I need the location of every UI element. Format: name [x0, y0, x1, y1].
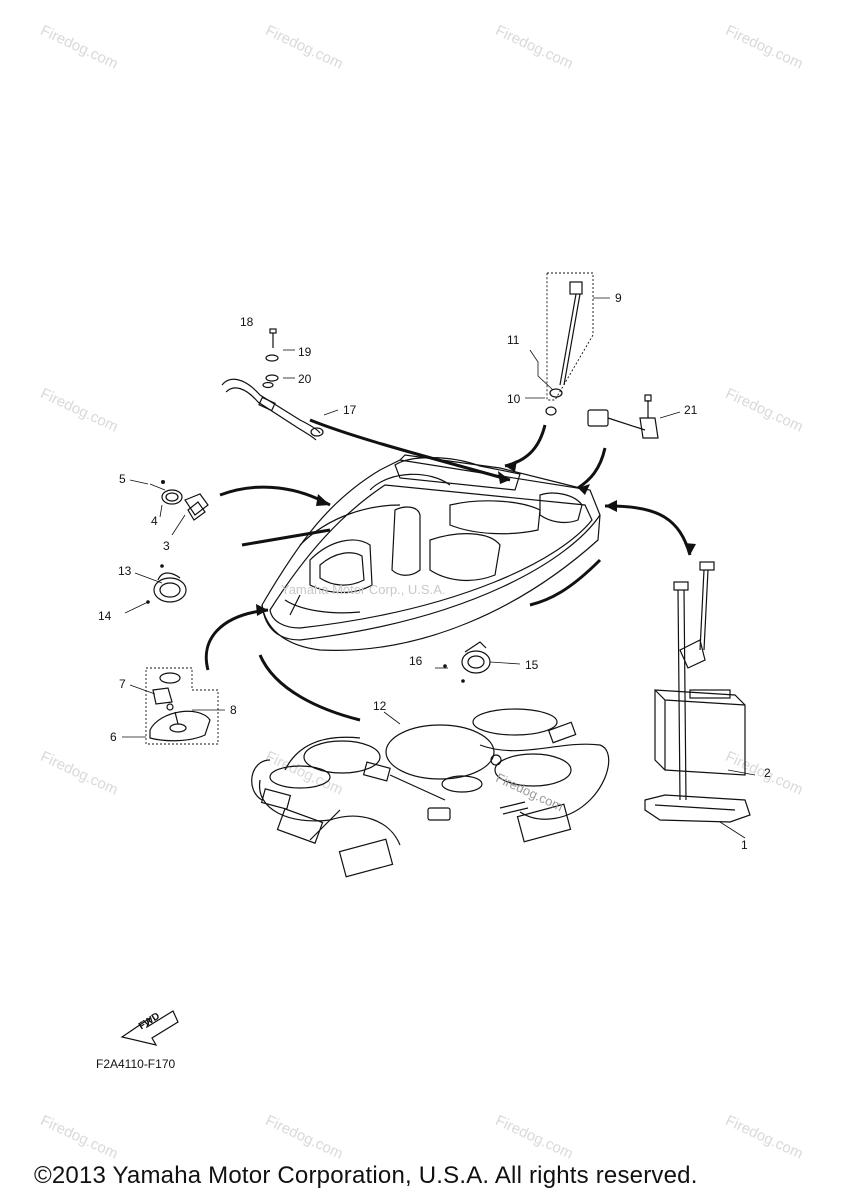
callout-20: 20	[298, 372, 312, 386]
callout-7: 7	[119, 677, 126, 691]
arrowhead	[505, 460, 517, 472]
part-meter-assembly	[145, 667, 219, 745]
part-cover-center	[443, 641, 521, 683]
callout-3: 3	[163, 539, 170, 553]
callout-17: 17	[343, 403, 357, 417]
callout-15: 15	[525, 658, 539, 672]
diagram-code: F2A4110-F170	[96, 1057, 176, 1071]
arrowhead	[605, 500, 617, 512]
callout-11: 11	[507, 333, 520, 347]
callout-6: 6	[110, 730, 117, 744]
leader-arrow	[504, 424, 547, 468]
leader-arrow	[577, 447, 607, 490]
part-handrail	[221, 378, 324, 441]
callout-21: 21	[684, 403, 698, 417]
arrowhead	[316, 494, 330, 506]
callout-4: 4	[151, 514, 158, 528]
leader-arrow	[204, 608, 269, 671]
arrowhead	[498, 471, 510, 484]
leader-arrow	[529, 558, 602, 607]
boat-hull	[261, 454, 601, 651]
forward-arrow	[120, 1010, 179, 1046]
callout-9: 9	[615, 291, 622, 305]
callout-1: 1	[741, 838, 748, 852]
part-bolt-washers	[262, 328, 279, 389]
callout-18: 18	[240, 315, 254, 329]
part-wire-harness	[251, 708, 610, 878]
callout-19: 19	[298, 345, 312, 359]
leader-arrow	[219, 485, 331, 507]
callout-13: 13	[118, 564, 132, 578]
part-switch-assembly	[149, 480, 209, 521]
callout-5: 5	[119, 472, 126, 486]
callout-12: 12	[373, 699, 387, 713]
part-antenna	[529, 272, 594, 416]
callout-8: 8	[230, 703, 237, 717]
part-battery	[644, 561, 756, 839]
callout-14: 14	[98, 609, 112, 623]
arrowhead	[256, 604, 268, 616]
part-sensor	[587, 394, 659, 439]
callout-10: 10	[507, 392, 521, 406]
callout-16: 16	[409, 654, 423, 668]
callout-2: 2	[764, 766, 771, 780]
center-watermark: Yamaha Motor Corp., U.S.A.	[281, 582, 446, 597]
leader-arrow	[258, 654, 361, 722]
arrowhead	[578, 484, 590, 495]
leader-arrow	[309, 418, 511, 482]
leader-arrow	[241, 528, 331, 547]
arrowhead	[684, 543, 696, 555]
copyright-notice: ©2013 Yamaha Motor Corporation, U.S.A. A…	[34, 1162, 698, 1189]
part-cover-left	[124, 564, 187, 614]
leader-arrow	[604, 504, 692, 556]
